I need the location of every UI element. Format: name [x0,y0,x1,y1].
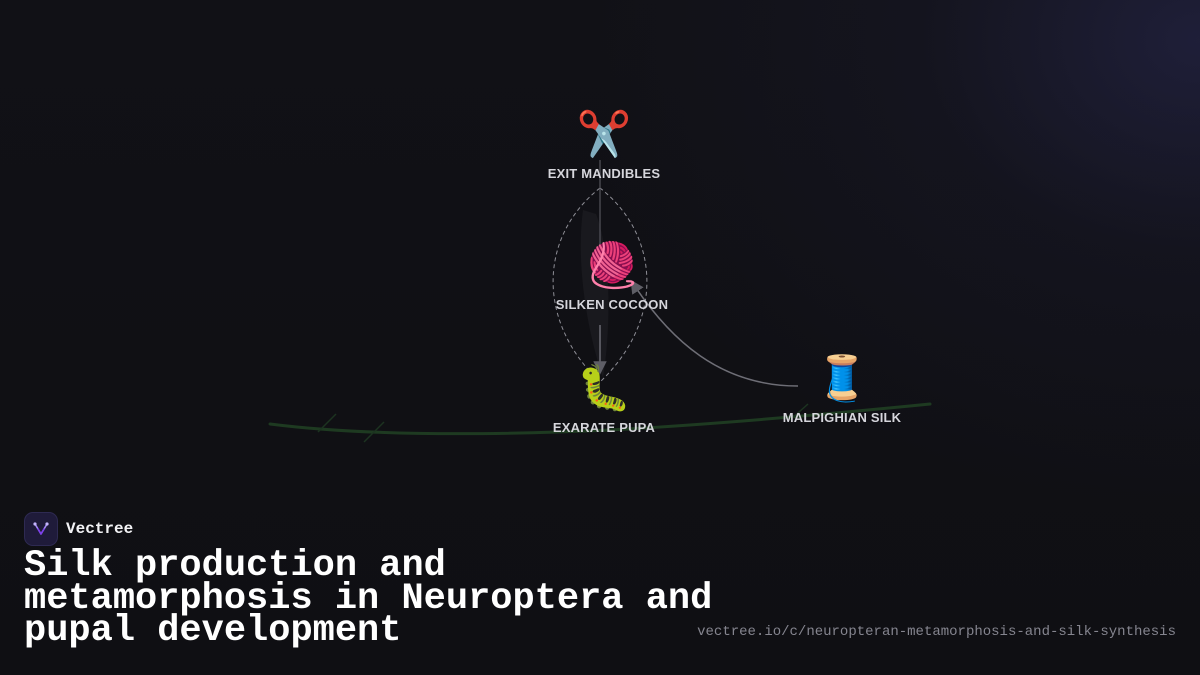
branch-stem [268,402,932,436]
node-malpighian-silk[interactable]: 🧵 MALPIGHIAN SILK [742,354,942,425]
caterpillar-icon: 🐛 [576,364,632,413]
vectree-logo-icon [24,512,58,546]
page-title: Silk production and metamorphosis in Neu… [24,545,713,652]
source-url-link[interactable]: vectree.io/c/neuropteran-metamorphosis-a… [697,624,1176,640]
branch-twig [317,413,337,433]
node-label: SILKEN COCOON [555,297,669,312]
cocoon-shadow [580,210,609,378]
yarn-ball-icon: 🧶 [584,241,640,290]
node-label: EXIT MANDIBLES [547,166,661,181]
node-silken-cocoon[interactable]: 🧶 SILKEN COCOON [512,241,712,312]
branch-twig [363,421,385,443]
scissors-icon: ✂️ [576,110,632,159]
node-exit-mandibles[interactable]: ✂️ EXIT MANDIBLES [504,110,704,181]
edge-silk-to-cocoon [630,279,799,387]
node-label: EXARATE PUPA [552,420,656,435]
node-label: MALPIGHIAN SILK [782,410,902,425]
thread-spool-icon: 🧵 [814,354,870,403]
branch-twig [789,403,809,421]
brand[interactable]: Vectree [24,512,133,546]
brand-name: Vectree [66,520,134,538]
node-exarate-pupa[interactable]: 🐛 EXARATE PUPA [504,364,704,435]
